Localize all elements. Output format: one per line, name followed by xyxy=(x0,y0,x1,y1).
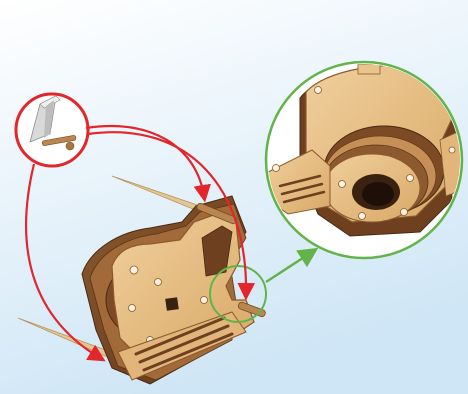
clip-and-pin-icon xyxy=(16,94,88,166)
wooden-mechanism-frame xyxy=(82,196,266,384)
mechanism-detail-zoom xyxy=(266,62,462,258)
green-zoom-arrow xyxy=(266,252,312,282)
